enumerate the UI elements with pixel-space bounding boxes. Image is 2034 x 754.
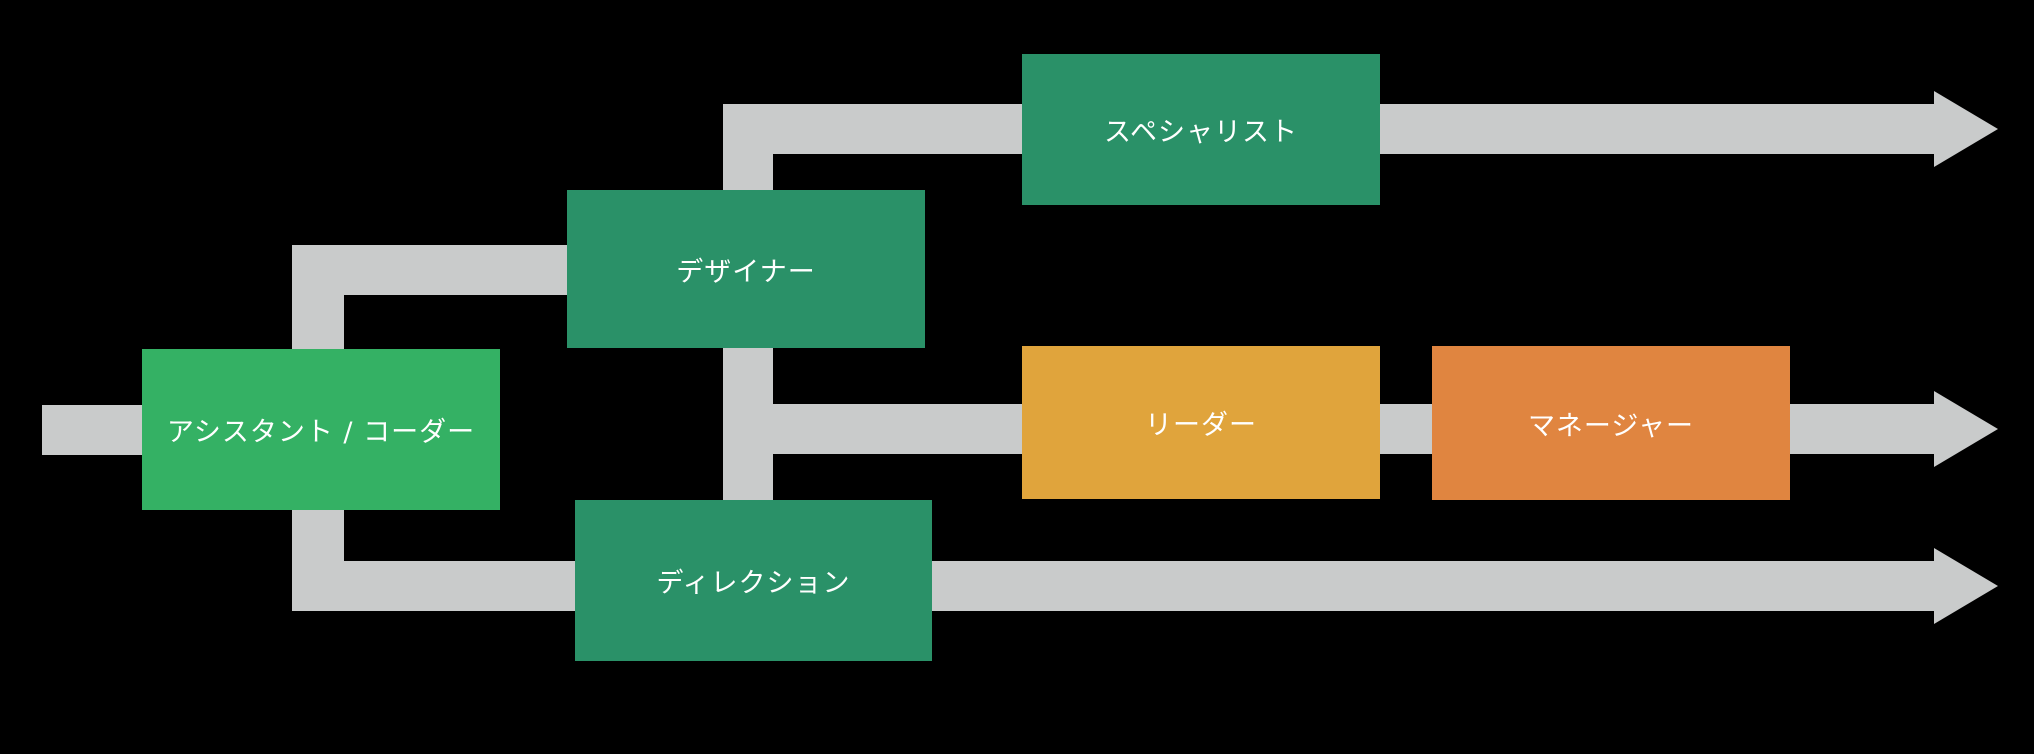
- arrowhead-top-icon: [1934, 91, 1998, 167]
- node-assistant-coder: アシスタント / コーダー: [142, 349, 500, 510]
- arrowhead-middle-icon: [1934, 391, 1998, 467]
- node-direction: ディレクション: [575, 500, 932, 661]
- node-leader: リーダー: [1022, 346, 1380, 499]
- node-designer-label: デザイナー: [676, 256, 816, 288]
- connector-designer-to-top-arrow: [723, 150, 773, 192]
- node-designer: デザイナー: [567, 190, 925, 348]
- arrow-shaft-bottom: [292, 561, 1934, 611]
- arrowhead-bottom-icon: [1934, 548, 1998, 624]
- node-manager: マネージャー: [1432, 346, 1790, 500]
- node-direction-label: ディレクション: [656, 568, 851, 599]
- connector-assistant-to-designer-elbow: [292, 245, 567, 295]
- connector-entry-stub: [42, 405, 142, 455]
- node-leader-label: リーダー: [1145, 410, 1257, 441]
- node-manager-label: マネージャー: [1527, 410, 1695, 442]
- node-specialist-label: スペシャリスト: [1103, 117, 1299, 148]
- node-specialist: スペシャリスト: [1022, 54, 1380, 205]
- node-assistant-coder-label: アシスタント / コーダー: [166, 417, 476, 448]
